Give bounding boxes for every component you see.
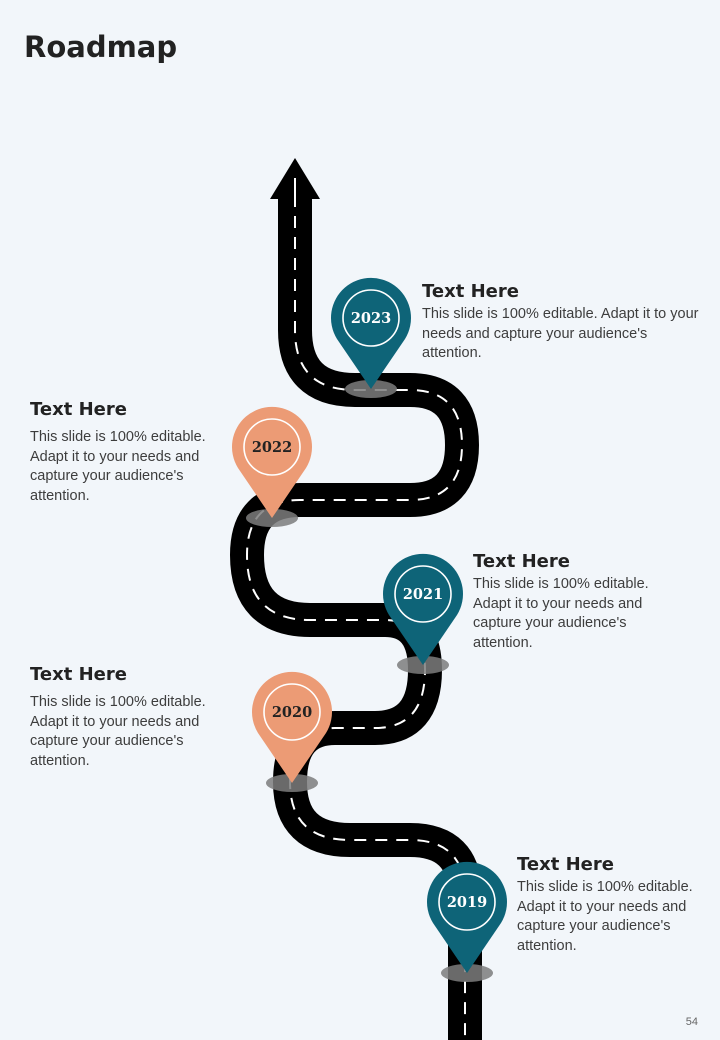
- road: [230, 158, 482, 1040]
- pin-marker: [331, 277, 411, 389]
- milestone-text-2021: Text Here This slide is 100% editable. A…: [473, 551, 678, 653]
- milestone-text-2019: Text Here This slide is 100% editable. A…: [517, 854, 702, 956]
- location-pin-2019: 2019: [427, 861, 507, 982]
- pin-marker: [231, 406, 312, 518]
- pin-marker: [252, 671, 332, 783]
- pin-marker: [383, 553, 464, 665]
- milestone-heading: Text Here: [517, 854, 614, 875]
- milestone-body: This slide is 100% editable. Adapt it to…: [30, 694, 206, 769]
- milestone-text-2023: Text Here This slide is 100% editable. A…: [422, 281, 702, 364]
- location-pin-2021: 2021: [383, 553, 464, 674]
- pin-inner-ring: [394, 565, 452, 623]
- milestone-heading: Text Here: [30, 399, 127, 420]
- milestone-heading: Text Here: [30, 664, 127, 685]
- milestone-body: This slide is 100% editable. Adapt it to…: [517, 879, 693, 954]
- milestone-heading: Text Here: [422, 281, 519, 302]
- milestone-body: This slide is 100% editable. Adapt it to…: [422, 306, 699, 361]
- pin-year-label: 2021: [403, 586, 443, 603]
- milestone-body: This slide is 100% editable. Adapt it to…: [473, 576, 649, 651]
- pin-inner-ring: [243, 418, 301, 476]
- road-center-dashes: [245, 195, 466, 1040]
- pin-inner-ring: [263, 683, 321, 741]
- milestone-heading: Text Here: [473, 551, 570, 572]
- pin-marker: [427, 861, 507, 973]
- milestone-text-2022: Text Here This slide is 100% editable. A…: [30, 399, 230, 506]
- page-title: Roadmap: [24, 30, 178, 64]
- location-pin-2022: 2022: [231, 406, 312, 527]
- location-pin-2020: 2020: [252, 671, 332, 792]
- pin-year-label: 2020: [272, 704, 312, 721]
- milestone-pins: 2023 2022 2021 2020 2019: [231, 277, 507, 982]
- milestone-text-2020: Text Here This slide is 100% editable. A…: [30, 664, 230, 771]
- pin-year-label: 2022: [252, 439, 292, 456]
- page-number: 54: [685, 1016, 698, 1028]
- pin-year-label: 2019: [447, 894, 487, 911]
- pin-inner-ring: [438, 873, 496, 931]
- location-pin-2023: 2023: [331, 277, 411, 398]
- pin-year-label: 2023: [351, 310, 391, 327]
- milestone-body: This slide is 100% editable. Adapt it to…: [30, 429, 206, 504]
- pin-inner-ring: [342, 289, 400, 347]
